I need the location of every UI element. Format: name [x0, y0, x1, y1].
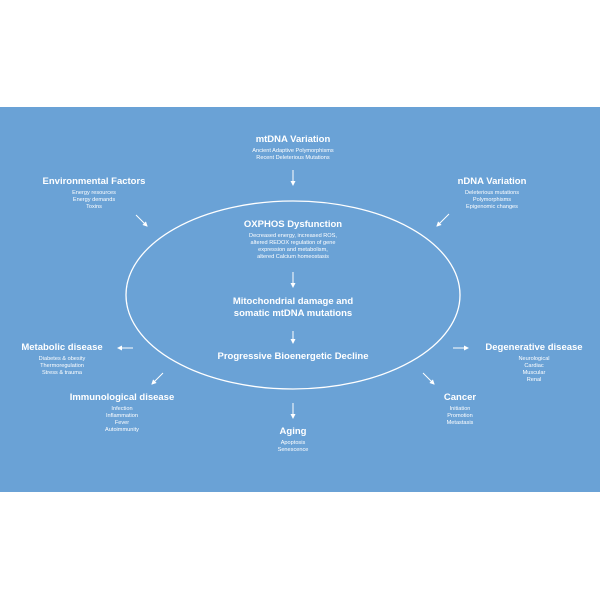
- oxphos-line: altered REDOX regulation of gene: [250, 240, 336, 246]
- cancer-title: Cancer: [443, 392, 477, 403]
- metabolic-disease-node: Metabolic disease Diabetes & obesity The…: [6, 342, 118, 377]
- arrow-ndna-to-center: [436, 213, 450, 227]
- central-ellipse: [125, 200, 461, 390]
- cancer-line: Initiation: [449, 406, 471, 412]
- oxphos-line: Decreased energy, increased ROS,: [249, 233, 337, 239]
- metabolic-title: Metabolic disease: [21, 342, 103, 353]
- mtdna-line: Ancient Adaptive Polymorphisms: [252, 148, 334, 154]
- arrow-center-to-cancer: [422, 372, 435, 385]
- degenerative-disease-node: Degenerative disease Neurological Cardia…: [474, 342, 594, 384]
- immunological-line: Fever: [114, 420, 130, 426]
- degenerative-line: Cardiac: [524, 363, 544, 369]
- oxphos-description: Decreased energy, increased ROS, altered…: [213, 233, 373, 261]
- metabolic-line: Thermoregulation: [40, 363, 84, 369]
- ndna-title: nDNA Variation: [457, 176, 527, 187]
- ndna-line: Deleterious mutations: [464, 190, 520, 196]
- oxphos-title: OXPHOS Dysfunction: [243, 219, 343, 230]
- environmental-factors-node: Environmental Factors Energy resources E…: [24, 176, 164, 211]
- diagram-panel: OXPHOS Dysfunction Decreased energy, inc…: [0, 107, 600, 492]
- degenerative-line: Neurological: [518, 356, 550, 362]
- mtdna-line: Recent Deleterious Mutations: [256, 155, 330, 161]
- environmental-line: Toxins: [86, 204, 102, 210]
- damage-title-line: Mitochondrial damage and: [232, 296, 354, 307]
- immunological-line: Inflammation: [105, 413, 139, 419]
- environmental-title: Environmental Factors: [42, 176, 146, 187]
- environmental-line: Energy resources: [72, 190, 116, 196]
- immunological-title: Immunological disease: [69, 392, 175, 403]
- ndna-line: Polymorphisms: [472, 197, 512, 203]
- mtdna-title: mtDNA Variation: [255, 134, 331, 145]
- arrow-center-to-immunological: [151, 372, 164, 385]
- aging-title: Aging: [279, 426, 307, 437]
- oxphos-line: expression and metabolism,: [258, 247, 328, 253]
- mtdna-details: Ancient Adaptive Polymorphisms Recent De…: [213, 148, 373, 162]
- cancer-node: Cancer Initiation Promotion Metastasis: [420, 392, 500, 427]
- mtdna-variation-node: mtDNA Variation Ancient Adaptive Polymor…: [213, 134, 373, 162]
- bioenergetic-decline-node: Progressive Bioenergetic Decline: [193, 351, 393, 363]
- aging-node: Aging Apoptosis Senescence: [253, 426, 333, 454]
- immunological-line: Infection: [111, 406, 133, 412]
- degenerative-line: Muscular: [522, 370, 546, 376]
- metabolic-details: Diabetes & obesity Thermoregulation Stre…: [6, 356, 118, 377]
- metabolic-line: Stress & trauma: [41, 370, 83, 376]
- ndna-line: Epigenomic changes: [466, 204, 518, 210]
- decline-title: Progressive Bioenergetic Decline: [217, 351, 369, 362]
- ndna-variation-node: nDNA Variation Deleterious mutations Pol…: [432, 176, 552, 211]
- degenerative-details: Neurological Cardiac Muscular Renal: [474, 356, 594, 384]
- oxphos-line: altered Calcium homeostasis: [257, 254, 329, 260]
- aging-line: Apoptosis: [280, 440, 306, 446]
- arrow-environmental-to-center: [135, 214, 148, 227]
- immunological-details: Infection Inflammation Fever Autoimmunit…: [62, 406, 182, 434]
- cancer-line: Metastasis: [446, 420, 474, 426]
- oxphos-dysfunction-node: OXPHOS Dysfunction Decreased energy, inc…: [213, 219, 373, 261]
- mitochondrial-damage-node: Mitochondrial damage and somatic mtDNA m…: [193, 296, 393, 320]
- immunological-line: Autoimmunity: [105, 427, 139, 433]
- environmental-line: Energy demands: [72, 197, 116, 203]
- damage-title-line: somatic mtDNA mutations: [233, 308, 353, 319]
- aging-details: Apoptosis Senescence: [253, 440, 333, 454]
- diagram-graphics: [117, 170, 469, 419]
- degenerative-line: Renal: [526, 377, 542, 383]
- metabolic-line: Diabetes & obesity: [38, 356, 86, 362]
- environmental-details: Energy resources Energy demands Toxins: [24, 190, 164, 211]
- aging-line: Senescence: [277, 447, 309, 453]
- degenerative-title: Degenerative disease: [485, 342, 583, 353]
- cancer-line: Promotion: [447, 413, 473, 419]
- immunological-disease-node: Immunological disease Infection Inflamma…: [62, 392, 182, 434]
- cancer-details: Initiation Promotion Metastasis: [420, 406, 500, 427]
- ndna-details: Deleterious mutations Polymorphisms Epig…: [432, 190, 552, 211]
